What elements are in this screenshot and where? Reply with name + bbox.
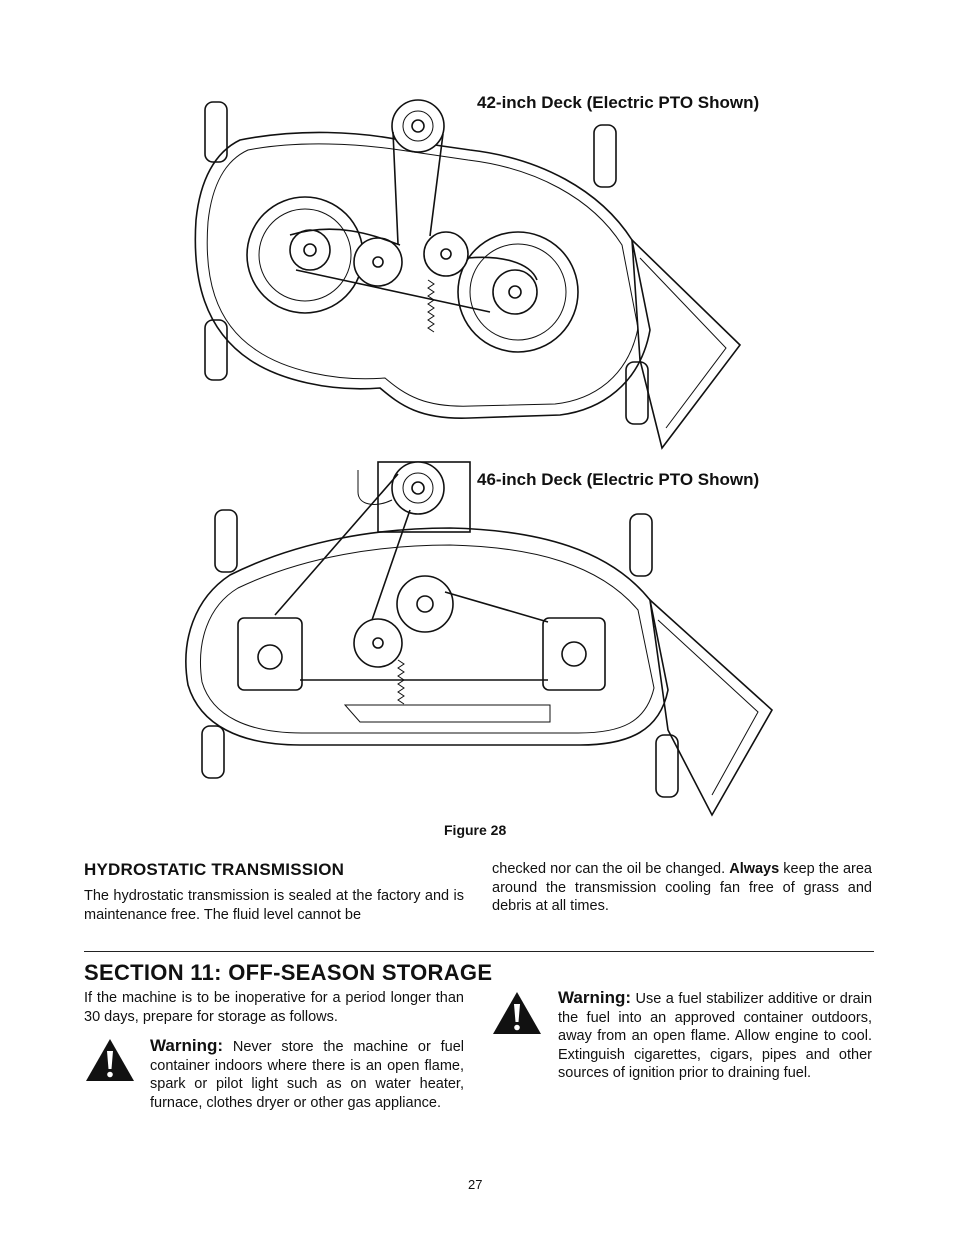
deck-46-spindle-left: [257, 644, 283, 670]
deck-42-blade-housing-right-inner: [469, 243, 567, 341]
section-heading: SECTION 11: OFF-SEASON STORAGE: [84, 960, 493, 985]
deck-42-blade-housing-left-inner: [258, 208, 352, 302]
warning-left-label: Warning:: [150, 1036, 224, 1055]
deck-42-idler-pulley-2-hub: [440, 248, 452, 260]
deck-42-wheel-rear-left: [204, 319, 228, 381]
deck-46-pto-pulley: [391, 461, 445, 515]
deck-46-shell: [185, 527, 669, 746]
deck-42-spindle-left-hub: [303, 243, 317, 257]
figure-label: Figure 28: [444, 822, 507, 838]
deck-diagrams: [185, 99, 774, 817]
deck-46-belt: [274, 473, 549, 681]
warning-icon: [493, 992, 541, 1034]
deck-46-diagram: [185, 461, 774, 817]
warning-right-label: Warning:: [558, 988, 632, 1007]
hydro-heading: HYDROSTATIC TRANSMISSION: [84, 860, 345, 879]
hydro-right-text-b: keep the area around the transmission co…: [492, 861, 872, 914]
deck-42-blade-housing-right: [457, 231, 579, 353]
deck-42-spindle-right: [492, 269, 538, 315]
deck-42-spring: [427, 279, 435, 333]
deck-42-discharge-chute: [631, 237, 742, 450]
deck-46-center-pulley: [396, 575, 454, 633]
deck-42-spindle-left: [289, 229, 331, 271]
deck-42-wheel-front-left: [204, 101, 228, 163]
caption-42-inch-deck: 42-inch Deck (Electric PTO Shown): [477, 93, 760, 112]
section-intro: If the machine is to be inoperative for …: [84, 990, 464, 1025]
deck-46-idler-pulley: [353, 618, 403, 668]
deck-42-shell: [194, 131, 651, 419]
deck-46-shell-inner: [200, 544, 655, 734]
deck-42-pto-pulley-mid: [402, 110, 434, 142]
deck-42-shell-inner: [206, 143, 639, 407]
warning-right-text: Use a fuel stabilizer additive or drain …: [558, 991, 873, 1081]
deck-42-idler-pulley-2: [423, 231, 469, 277]
deck-46-wheel-front-left: [214, 509, 238, 573]
warning-icon: [86, 1039, 134, 1081]
deck-42-spindle-right-hub: [508, 285, 522, 299]
deck-46-pto-pulley-hub: [411, 481, 425, 495]
deck-42-chute-inner: [639, 257, 727, 429]
deck-42-belt: [289, 131, 538, 313]
deck-46-spindle-right: [561, 641, 587, 667]
hydro-left-text: The hydrostatic transmission is sealed a…: [84, 888, 464, 923]
deck-46-center-pulley-hub: [416, 595, 434, 613]
deck-46-bracket: [343, 704, 551, 723]
deck-46-wheel-front-right: [629, 513, 653, 577]
deck-46-wheel-rear-right: [655, 734, 679, 798]
deck-42-idler-pulley-1: [353, 237, 403, 287]
hydro-right-text-a: checked nor can the oil be changed.: [492, 861, 730, 877]
section-divider: [84, 951, 874, 952]
deck-46-pto-wire: [357, 470, 393, 505]
deck-46-spindle-housing-right: [542, 617, 606, 691]
deck-42-idler-pulley-1-hub: [372, 256, 384, 268]
warning-left-text: Never store the machine or fuel containe…: [150, 1039, 465, 1111]
deck-46-spring: [397, 659, 405, 705]
deck-46-discharge-chute: [648, 597, 774, 817]
deck-46-idler-pulley-hub: [372, 637, 384, 649]
hydro-right-text-bold: Always: [729, 861, 780, 877]
deck-46-wheel-rear-left: [201, 725, 225, 779]
hydro-right-text: checked nor can the oil be changed. Alwa…: [492, 860, 872, 916]
deck-42-wheel-front-right: [593, 124, 617, 188]
warning-right-block: Warning: Use a fuel stabilizer additive …: [558, 988, 873, 1083]
deck-42-diagram: [194, 99, 742, 450]
deck-46-spindle-housing-left: [237, 617, 303, 691]
warning-left-block: Warning: Never store the machine or fuel…: [150, 1036, 465, 1112]
deck-46-chute-inner: [657, 619, 759, 796]
deck-46-pto-pulley-mid: [402, 472, 434, 504]
deck-42-wheel-rear-right: [625, 361, 649, 425]
deck-42-pto-pulley: [391, 99, 445, 153]
caption-46-inch-deck: 46-inch Deck (Electric PTO Shown): [477, 470, 760, 489]
page-number: 27: [468, 1177, 483, 1192]
deck-42-pto-pulley-hub: [411, 119, 425, 133]
